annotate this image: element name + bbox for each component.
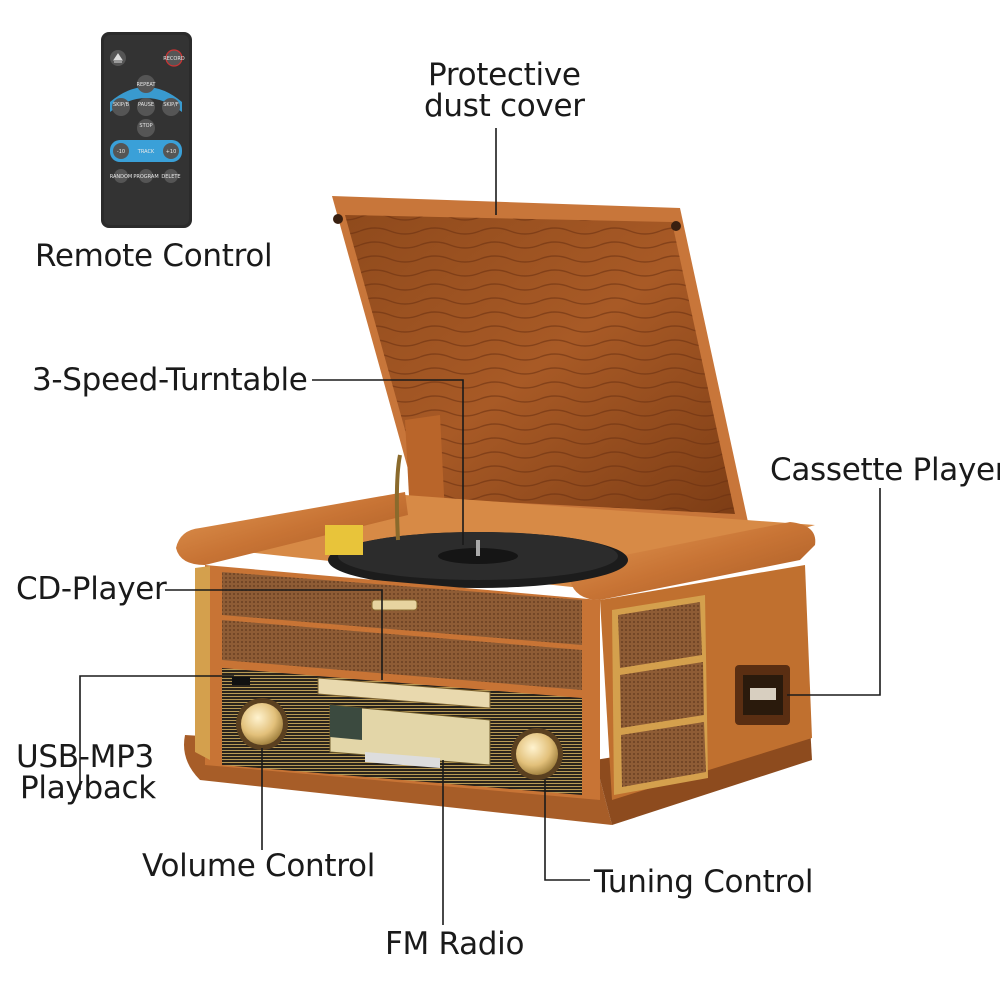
skip-back-label: SKIP/B <box>113 102 130 108</box>
label-usb-line1: USB-MP3 <box>16 739 154 775</box>
repeat-button[interactable] <box>137 75 155 93</box>
delete-label: DELETE <box>161 174 180 180</box>
record-button[interactable] <box>165 49 183 67</box>
stop-button-label: STOP <box>139 123 152 129</box>
program-label: PROGRAM <box>133 174 158 180</box>
skip-forward-label: SKIP/F <box>163 102 179 108</box>
label-remote-control: Remote Control <box>35 238 273 274</box>
label-dust-cover-line1: Protective <box>428 57 581 93</box>
plus10-button[interactable] <box>163 143 179 159</box>
label-volume-control: Volume Control <box>142 848 376 884</box>
minus10-label: -10 <box>117 149 125 155</box>
label-cassette-player: Cassette Player <box>770 452 1000 488</box>
minus10-button[interactable] <box>113 143 129 159</box>
skip-back-button[interactable] <box>112 98 130 116</box>
label-dust-cover: Protective dust cover <box>424 60 585 122</box>
skip-forward-button[interactable] <box>162 98 180 116</box>
dust-cover <box>332 196 748 522</box>
label-tuning-control: Tuning Control <box>594 864 814 900</box>
remote-control: RECORD REPEAT SKIP/B PAUSE SKIP/F STOP -… <box>101 32 192 228</box>
leader-lines <box>79 128 881 925</box>
label-usb-line2: Playback <box>20 770 156 806</box>
random-button[interactable] <box>114 169 128 183</box>
volume-knob[interactable] <box>236 698 288 750</box>
plus10-label: +10 <box>166 149 177 155</box>
record-button-label: RECORD <box>163 56 185 62</box>
label-fm-radio: FM Radio <box>385 926 525 962</box>
delete-button[interactable] <box>164 169 178 183</box>
tuning-knob[interactable] <box>511 728 563 780</box>
play-pause-button[interactable] <box>137 98 155 116</box>
turntable-body <box>176 454 816 825</box>
program-button[interactable] <box>139 169 153 183</box>
label-turntable: 3-Speed-Turntable <box>32 362 308 398</box>
random-label: RANDOM <box>110 174 133 180</box>
play-pause-label: PAUSE <box>138 102 154 108</box>
label-dust-cover-line2: dust cover <box>424 88 585 124</box>
track-label: TRACK <box>137 149 155 155</box>
label-cd-player: CD-Player <box>16 571 167 607</box>
stop-button[interactable] <box>137 119 155 137</box>
label-usb-mp3: USB-MP3 Playback <box>16 742 156 804</box>
repeat-button-label: REPEAT <box>137 82 157 88</box>
